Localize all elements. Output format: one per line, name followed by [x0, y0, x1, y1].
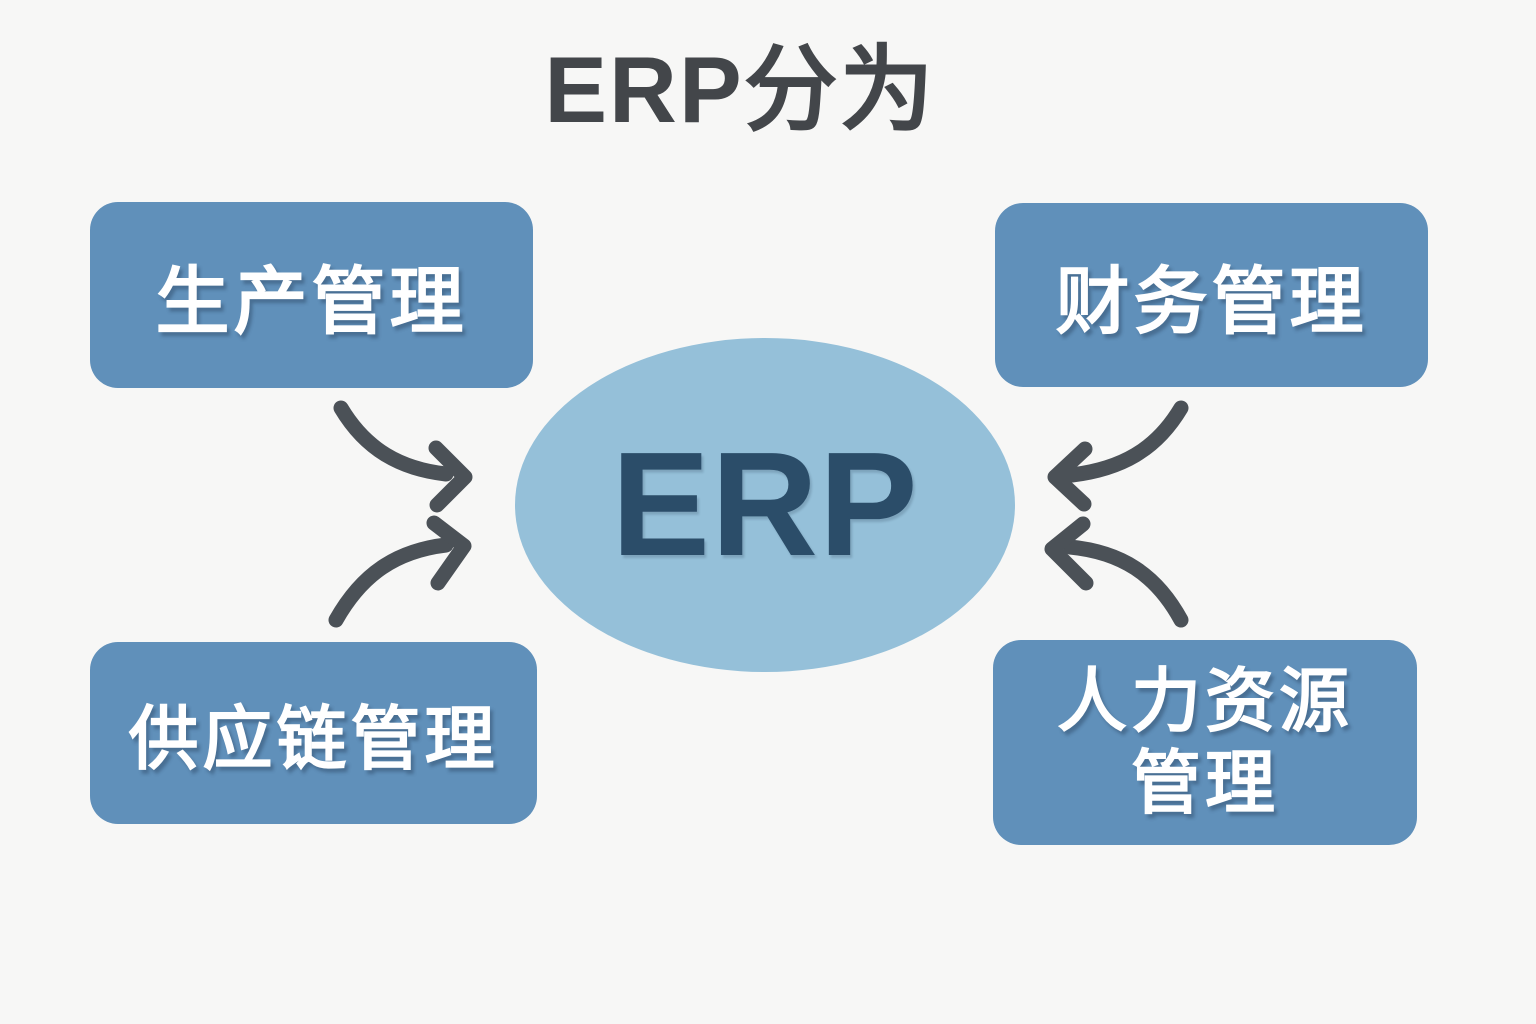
node-supply-chain-management: 供应链管理	[90, 642, 537, 824]
node-label: 财务管理	[1055, 259, 1368, 343]
node-production-management: 生产管理	[90, 202, 533, 388]
node-label: 生产管理	[155, 259, 468, 343]
arrow-hr-to-erp-icon	[1044, 516, 1189, 628]
erp-center-label: ERP	[611, 422, 919, 587]
page-title: ERP分为	[544, 37, 936, 142]
node-label: 供应链管理	[128, 699, 499, 778]
node-financial-management: 财务管理	[995, 203, 1428, 387]
erp-center-node: ERP	[515, 338, 1015, 672]
arrow-supply-chain-to-erp-icon	[328, 515, 472, 628]
arrow-finance-to-erp-icon	[1047, 400, 1189, 512]
node-label: 人力资源 管理	[1057, 662, 1353, 822]
arrow-production-to-erp-icon	[333, 400, 473, 513]
node-human-resources-management: 人力资源 管理	[993, 640, 1417, 845]
